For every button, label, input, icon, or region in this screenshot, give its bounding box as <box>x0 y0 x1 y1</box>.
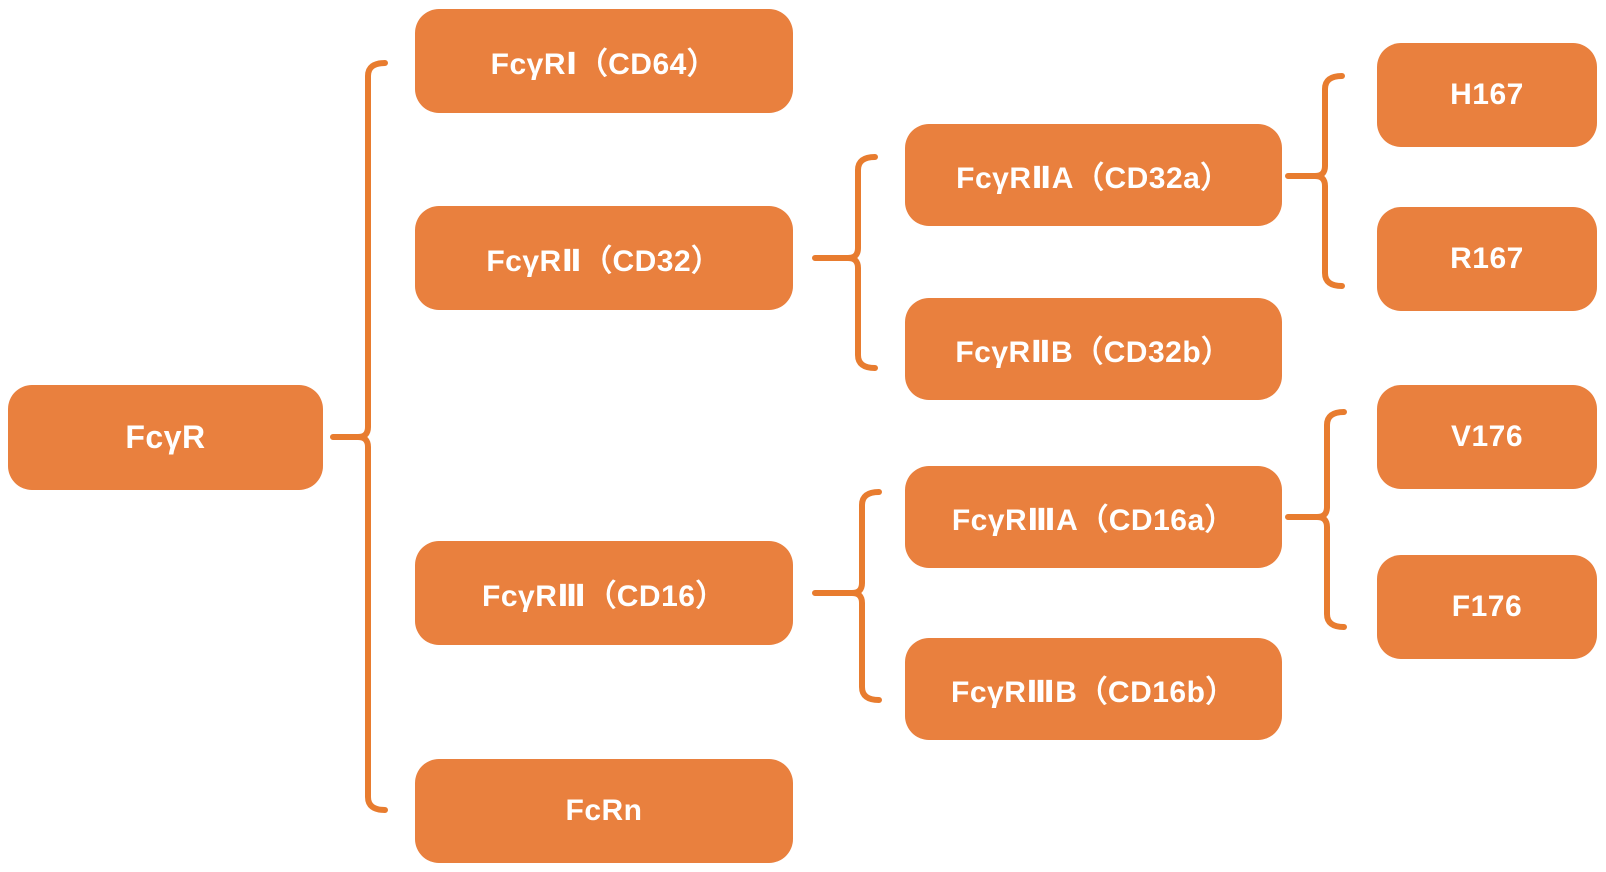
node-fcgr[interactable]: FcγR <box>8 385 323 490</box>
node-label: FcγR <box>125 419 206 455</box>
node-label: FcγRⅠ（CD64） <box>490 48 718 81</box>
node-h167[interactable]: H167 <box>1377 43 1597 147</box>
node-fcgr3-cd16[interactable]: FcγRⅢ（CD16） <box>415 541 793 645</box>
node-f176[interactable]: F176 <box>1377 555 1597 659</box>
node-fcrn[interactable]: FcRn <box>415 759 793 863</box>
node-label: FcγRⅢA（CD16a） <box>951 504 1236 537</box>
node-label: R167 <box>1450 242 1524 275</box>
brace-fcgr-children <box>330 60 388 813</box>
node-label: FcRn <box>565 794 643 827</box>
node-label: FcγRⅡB（CD32b） <box>955 336 1232 369</box>
node-fcgr1-cd64[interactable]: FcγRⅠ（CD64） <box>415 9 793 113</box>
node-fcgr2b-cd32b[interactable]: FcγRⅡB（CD32b） <box>905 298 1282 400</box>
node-fcgr3a-cd16a[interactable]: FcγRⅢA（CD16a） <box>905 466 1282 568</box>
node-label: V176 <box>1450 420 1524 453</box>
brace-fcgr2-children <box>812 154 878 371</box>
node-label: FcγRⅢB（CD16b） <box>951 676 1236 709</box>
node-label: FcγRⅡA（CD32a） <box>956 162 1231 195</box>
node-fcgr2a-cd32a[interactable]: FcγRⅡA（CD32a） <box>905 124 1282 226</box>
brace-fcgr2a-children <box>1285 73 1345 289</box>
node-fcgr3b-cd16b[interactable]: FcγRⅢB（CD16b） <box>905 638 1282 740</box>
brace-fcgr3-children <box>812 489 882 703</box>
node-r167[interactable]: R167 <box>1377 207 1597 311</box>
node-label: FcγRⅡ（CD32） <box>486 245 722 278</box>
node-label: FcγRⅢ（CD16） <box>482 580 726 613</box>
node-v176[interactable]: V176 <box>1377 385 1597 489</box>
node-label: H167 <box>1450 78 1524 111</box>
brace-fcgr3a-children <box>1285 409 1347 630</box>
node-fcgr2-cd32[interactable]: FcγRⅡ（CD32） <box>415 206 793 310</box>
node-label: F176 <box>1451 590 1523 623</box>
